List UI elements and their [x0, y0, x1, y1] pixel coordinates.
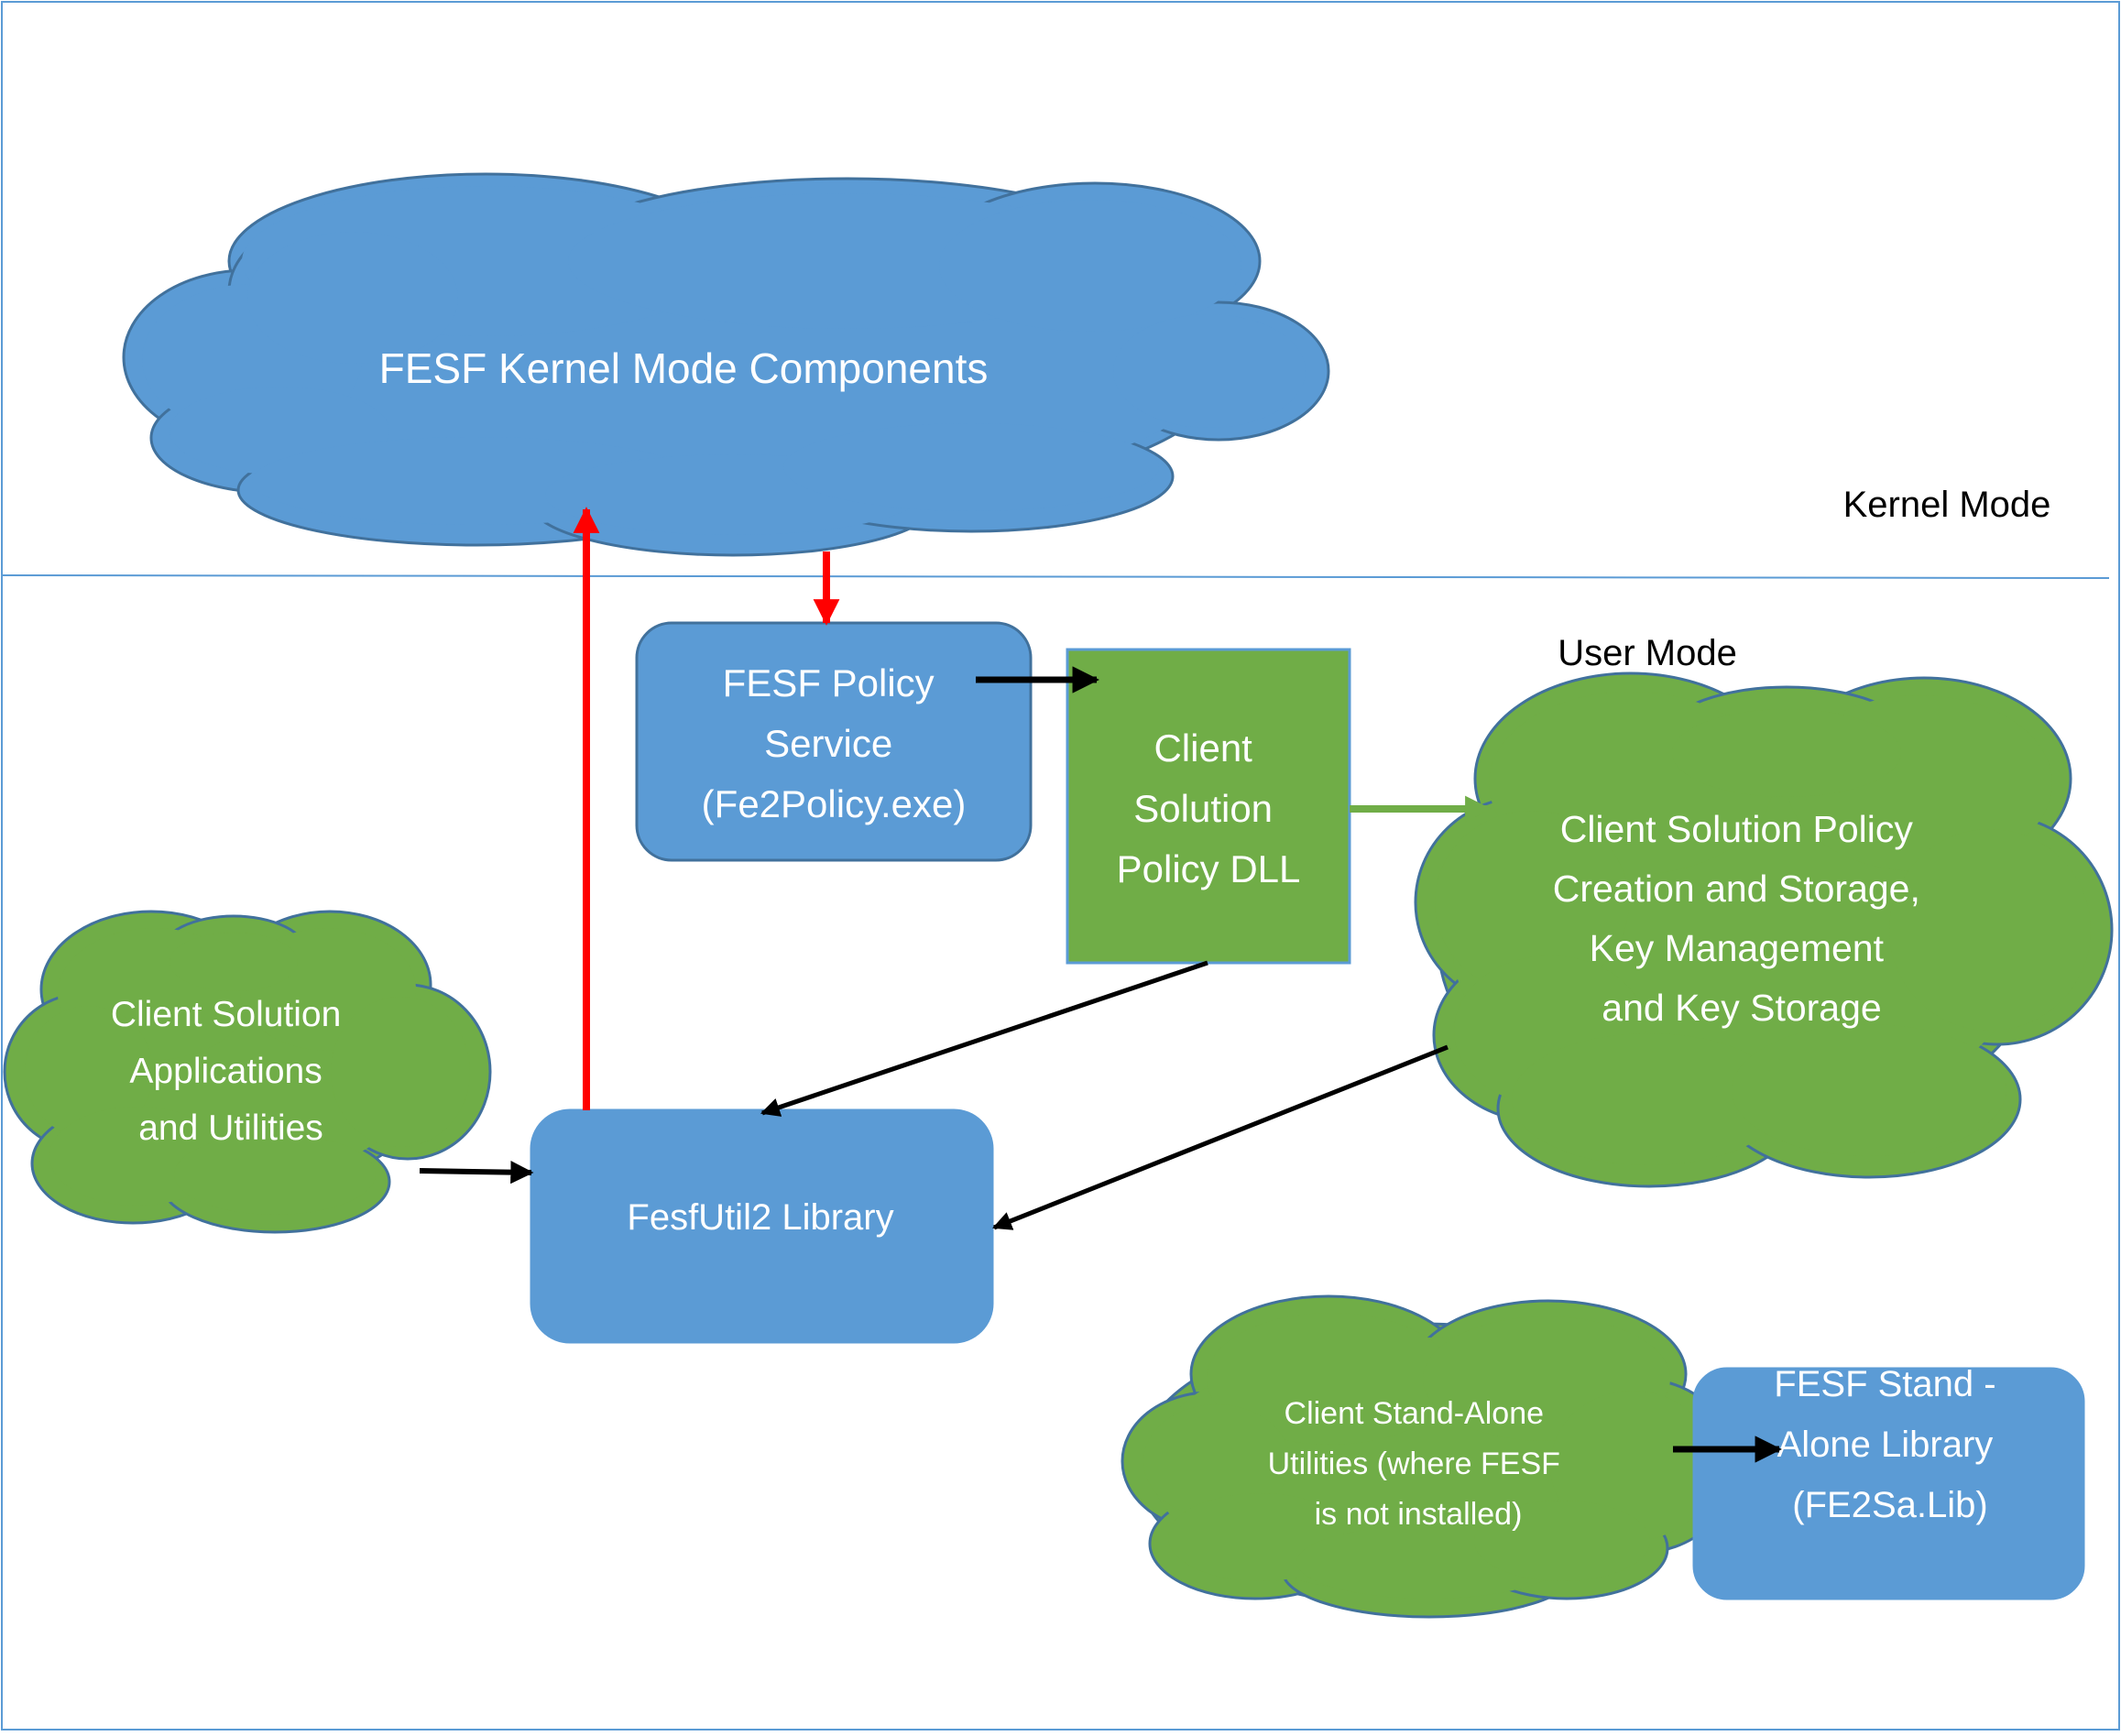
fesfutil2-library-label: FesfUtil2 Library [627, 1197, 893, 1238]
policy-dll-label: Client Solution Policy DLL [1117, 726, 1301, 890]
standalone-library-label: FESF Stand - Alone Library (FE2Sa.Lib) [1774, 1364, 2006, 1525]
standalone-library-box: FESF Stand - Alone Library (FE2Sa.Lib) [1692, 1364, 2085, 1600]
kernel-mode-label: Kernel Mode [1843, 485, 2051, 525]
policy-service-label: FESF Policy Service (Fe2Policy.exe) [702, 661, 967, 825]
policy-creation-label: Client Solution Policy Creation and Stor… [1553, 808, 1931, 1029]
policy-service-box: FESF Policy Service (Fe2Policy.exe) [635, 621, 1033, 862]
arrow-policy-creation-to-fesfutil2 [992, 1044, 1449, 1230]
kernel-components-label: FESF Kernel Mode Components [379, 344, 989, 392]
standalone-utilities-label: Client Stand-Alone Utilities (where FESF… [1268, 1396, 1569, 1532]
arrow-dll-to-fesfutil2 [760, 960, 1208, 1117]
arrow-applications-to-fesfutil2 [419, 1161, 534, 1185]
user-mode-label: User Mode [1558, 633, 1737, 673]
policy-creation-cloud: Client Solution Policy Creation and Stor… [1414, 671, 2114, 1188]
fesfutil2-library-box: FesfUtil2 Library [530, 1108, 994, 1344]
policy-dll-box: Client Solution Policy DLL [1066, 648, 1351, 965]
standalone-utilities-cloud: Client Stand-Alone Utilities (where FESF… [1121, 1294, 1738, 1619]
mode-divider [1, 574, 2110, 579]
applications-label: Client Solution Applications and Utiliti… [111, 995, 351, 1148]
kernel-components-cloud: FESF Kernel Mode Components [122, 172, 1330, 557]
applications-cloud: Client Solution Applications and Utiliti… [3, 910, 492, 1234]
